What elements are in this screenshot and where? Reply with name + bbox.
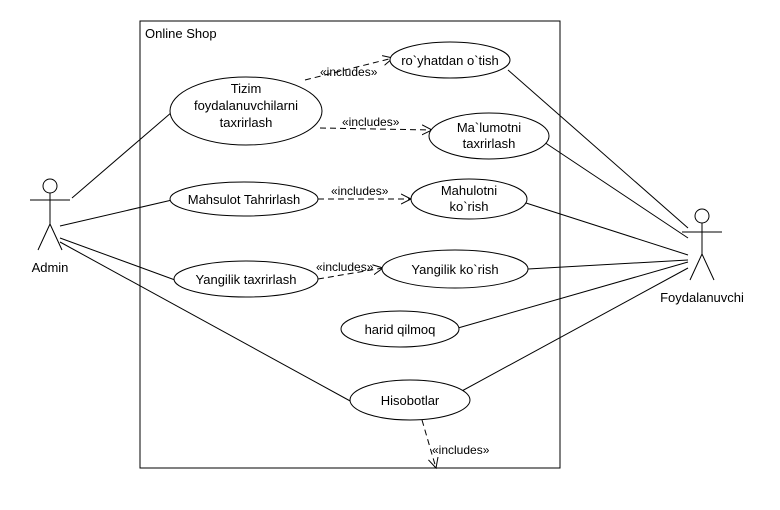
- include-label-yangilik: «includes»: [316, 260, 374, 274]
- use-case-royhat: ro`yhatdan o`tish: [389, 41, 511, 79]
- admin-associations: [59, 111, 353, 403]
- svg-text:taxrirlash: taxrirlash: [220, 115, 273, 130]
- svg-text:Mahulotni: Mahulotni: [441, 183, 497, 198]
- actor-admin-label: Admin: [32, 260, 69, 275]
- use-case-mahsulot-tahrir: Mahsulot Tahrirlash: [169, 181, 319, 217]
- include-label-royhat: «includes»: [320, 65, 378, 79]
- use-case-hisobot: Hisobotlar: [349, 379, 471, 421]
- svg-text:ko`rish: ko`rish: [449, 199, 488, 214]
- svg-text:Tizim: Tizim: [231, 81, 262, 96]
- use-case-tizim: Tizim foydalanuvchilarni taxrirlash: [169, 76, 323, 146]
- svg-text:taxrirlash: taxrirlash: [463, 136, 516, 151]
- use-case-yangilik-tax: Yangilik taxrirlash: [173, 260, 319, 298]
- svg-text:Yangilik ko`rish: Yangilik ko`rish: [411, 262, 498, 277]
- svg-text:foydalanuvchilarni: foydalanuvchilarni: [194, 98, 298, 113]
- svg-text:Hisobotlar: Hisobotlar: [381, 393, 440, 408]
- use-case-malumot: Ma`lumotni taxrirlash: [428, 112, 550, 160]
- actor-user-label: Foydalanuvchi: [660, 290, 744, 305]
- use-case-yangilik-kor: Yangilik ko`rish: [381, 249, 529, 289]
- svg-text:Yangilik taxrirlash: Yangilik taxrirlash: [196, 272, 297, 287]
- include-label-hisobot: «includes»: [432, 443, 490, 457]
- svg-text:ro`yhatdan o`tish: ro`yhatdan o`tish: [401, 53, 499, 68]
- include-label-malumot: «includes»: [342, 115, 400, 129]
- use-case-harid: harid qilmoq: [340, 310, 460, 348]
- include-label-mahsulot: «includes»: [331, 184, 389, 198]
- svg-text:Mahsulot Tahrirlash: Mahsulot Tahrirlash: [188, 192, 300, 207]
- system-title: Online Shop: [145, 26, 217, 41]
- user-associations: [457, 69, 689, 393]
- actor-user: Foydalanuvchi: [660, 208, 744, 305]
- svg-text:Ma`lumotni: Ma`lumotni: [457, 120, 521, 135]
- use-case-mahsulot-korish: Mahulotni ko`rish: [410, 178, 528, 220]
- svg-text:harid qilmoq: harid qilmoq: [365, 322, 436, 337]
- system-boundary: [139, 20, 561, 469]
- include-relations: [304, 58, 436, 468]
- actor-admin: Admin: [30, 178, 70, 275]
